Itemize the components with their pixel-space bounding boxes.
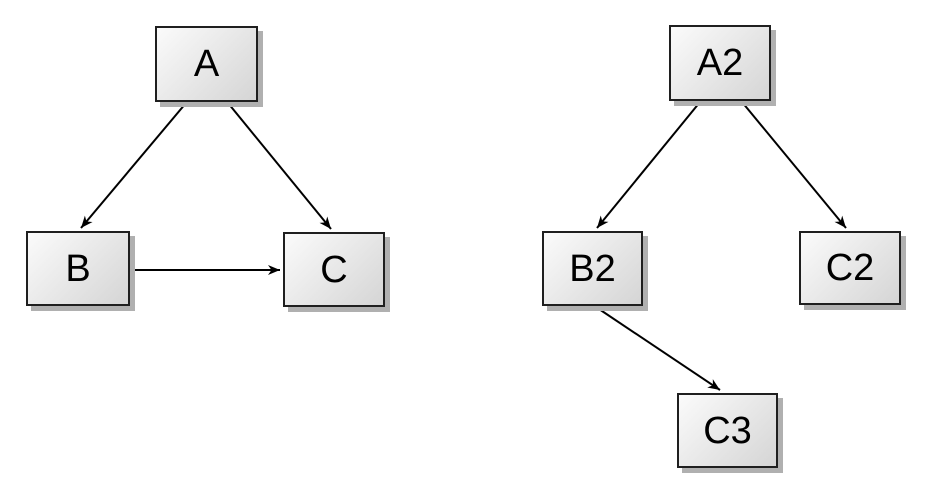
edge-A-B <box>80 102 187 229</box>
node-label: B2 <box>569 247 616 290</box>
node-B2[interactable]: B2 <box>542 231 643 306</box>
edges-group <box>80 101 847 391</box>
node-label: A2 <box>696 42 744 84</box>
edge-A2-C2 <box>741 101 847 229</box>
node-label: C <box>320 248 348 291</box>
node-label: B <box>65 247 91 290</box>
node-label: C3 <box>703 409 752 452</box>
node-C[interactable]: C <box>283 232 385 307</box>
node-C2[interactable]: C2 <box>799 231 901 305</box>
edge-A-C <box>227 102 332 230</box>
edge-A2-B2 <box>596 101 701 229</box>
node-A2[interactable]: A2 <box>669 25 771 101</box>
node-B[interactable]: B <box>26 231 130 306</box>
node-A[interactable]: A <box>155 26 258 102</box>
node-C3[interactable]: C3 <box>677 393 778 468</box>
node-label: C2 <box>825 247 875 289</box>
node-label: A <box>193 43 220 85</box>
edge-B2-C3 <box>595 306 721 391</box>
